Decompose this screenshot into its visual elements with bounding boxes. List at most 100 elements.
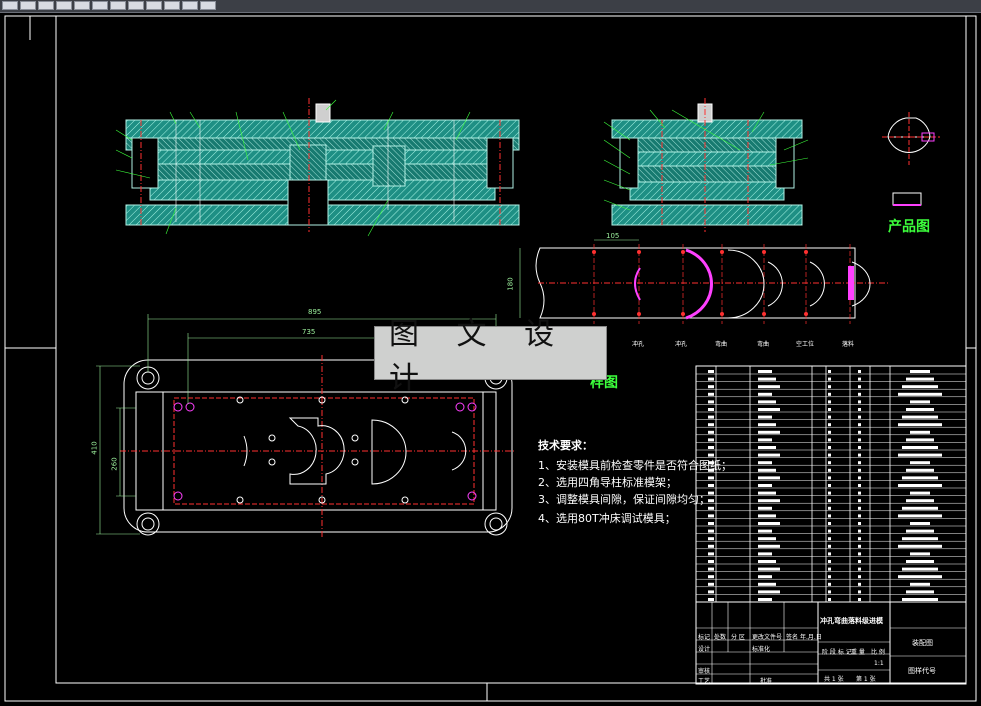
title-block[interactable] xyxy=(695,601,967,685)
bom-cell-text xyxy=(858,415,861,419)
cad-toolbar xyxy=(0,0,981,13)
strip-station-label: 落料 xyxy=(842,341,855,348)
bom-cell-text xyxy=(906,560,934,563)
bom-cell-text xyxy=(858,461,861,465)
bom-cell-text xyxy=(828,560,831,563)
bom-cell-text xyxy=(828,468,831,472)
bom-cell-text xyxy=(758,430,780,434)
bom-cell-text xyxy=(758,423,776,427)
bom-cell-text xyxy=(758,385,780,389)
drawing-border xyxy=(4,15,977,702)
bom-cell-text xyxy=(910,400,930,404)
bom-cell-text xyxy=(898,484,942,487)
bom-cell-text xyxy=(902,476,938,480)
bom-cell-text xyxy=(758,552,772,556)
bom-cell-text xyxy=(910,552,930,556)
side-section-view[interactable] xyxy=(603,98,809,232)
bom-cell-text xyxy=(758,567,780,571)
strip-layout-view[interactable] xyxy=(519,239,890,324)
approve-label: 批准 xyxy=(760,678,773,685)
bom-cell-text xyxy=(828,590,831,594)
tech-requirements-heading: 技术要求： xyxy=(538,439,593,452)
otrack-icon[interactable] xyxy=(110,1,126,10)
layers-icon[interactable] xyxy=(20,1,36,10)
cad-drawing-canvas[interactable] xyxy=(0,13,981,706)
bom-cell-text xyxy=(902,537,938,541)
bom-cell-text xyxy=(858,560,861,563)
bom-cell-text xyxy=(708,598,714,601)
standard-label: 标准化 xyxy=(752,646,771,653)
product-view[interactable] xyxy=(882,112,940,206)
bom-cell-text xyxy=(858,476,861,480)
pan-icon[interactable] xyxy=(200,1,216,10)
bom-cell-text xyxy=(708,461,714,465)
bom-cell-text xyxy=(828,582,831,586)
bom-cell-text xyxy=(708,400,714,404)
bom-cell-text xyxy=(858,370,861,373)
bom-cell-text xyxy=(708,370,714,373)
bom-cell-text xyxy=(828,544,831,548)
grid-icon[interactable] xyxy=(2,1,18,10)
bom-cell-text xyxy=(708,499,714,503)
polar-icon[interactable] xyxy=(74,1,90,10)
mark-label: 标记 xyxy=(698,634,711,641)
layout-icon[interactable] xyxy=(164,1,180,10)
bom-cell-text xyxy=(828,430,831,434)
dimension-overall-width: 410 xyxy=(90,441,99,455)
osnap-icon[interactable] xyxy=(92,1,108,10)
bom-cell-text xyxy=(828,499,831,503)
bom-cell-text xyxy=(708,537,714,541)
ortho-icon[interactable] xyxy=(56,1,72,10)
zoom-icon[interactable] xyxy=(182,1,198,10)
bom-cell-text xyxy=(708,575,714,579)
strip-station-label: 弯曲 xyxy=(715,341,728,348)
tech-requirement-1: 1、安装模具前检查零件是否符合图纸； xyxy=(538,459,732,472)
dimension-overall-length: 895 xyxy=(308,308,322,316)
dimension-hole-span: 735 xyxy=(302,328,316,336)
bom-cell-text xyxy=(906,529,934,533)
zone-label: 分 区 xyxy=(731,634,745,641)
bom-cell-text xyxy=(858,392,861,396)
strip-station-label: 空工位 xyxy=(796,341,815,348)
bom-cell-text xyxy=(708,484,714,487)
bom-cell-text xyxy=(828,476,831,480)
process-label: 工艺 xyxy=(698,678,711,685)
dimension-inner-width: 260 xyxy=(110,457,119,471)
drawing-code-label: 图样代号 xyxy=(908,667,936,675)
bom-cell-text xyxy=(758,529,772,533)
bom-cell-text xyxy=(758,408,780,411)
bom-cell-text xyxy=(858,423,861,427)
bom-cell-text xyxy=(898,453,942,457)
front-section-view[interactable] xyxy=(115,98,520,237)
bom-cell-text xyxy=(906,377,934,381)
bom-cell-text xyxy=(828,506,831,510)
watermark-overlay: 图 文 设 计 xyxy=(374,317,607,396)
bill-of-materials-table[interactable] xyxy=(695,365,967,603)
bom-cell-text xyxy=(758,468,776,472)
bom-cell-text xyxy=(858,453,861,457)
scale-value: 1:1 xyxy=(874,660,884,667)
bom-cell-text xyxy=(910,582,930,586)
bom-cell-text xyxy=(758,453,780,457)
bom-cell-text xyxy=(906,590,934,594)
bom-cell-text xyxy=(758,575,772,579)
bom-cell-text xyxy=(828,484,831,487)
snap-icon[interactable] xyxy=(38,1,54,10)
bom-cell-text xyxy=(858,506,861,510)
model-icon[interactable] xyxy=(146,1,162,10)
lineweight-icon[interactable] xyxy=(128,1,144,10)
bom-cell-text xyxy=(828,575,831,579)
bom-cell-text xyxy=(828,446,831,449)
bom-cell-text xyxy=(758,590,780,594)
bom-cell-text xyxy=(828,537,831,541)
bom-cell-text xyxy=(828,598,831,601)
bom-cell-text xyxy=(858,582,861,586)
strip-station-label: 冲孔 xyxy=(675,341,688,348)
bom-cell-text xyxy=(708,423,714,427)
design-label: 设计 xyxy=(698,646,711,653)
bom-cell-text xyxy=(902,446,938,449)
bom-cell-text xyxy=(858,385,861,389)
bom-cell-text xyxy=(758,370,772,373)
bom-cell-text xyxy=(910,491,930,495)
bom-cell-text xyxy=(708,468,714,472)
